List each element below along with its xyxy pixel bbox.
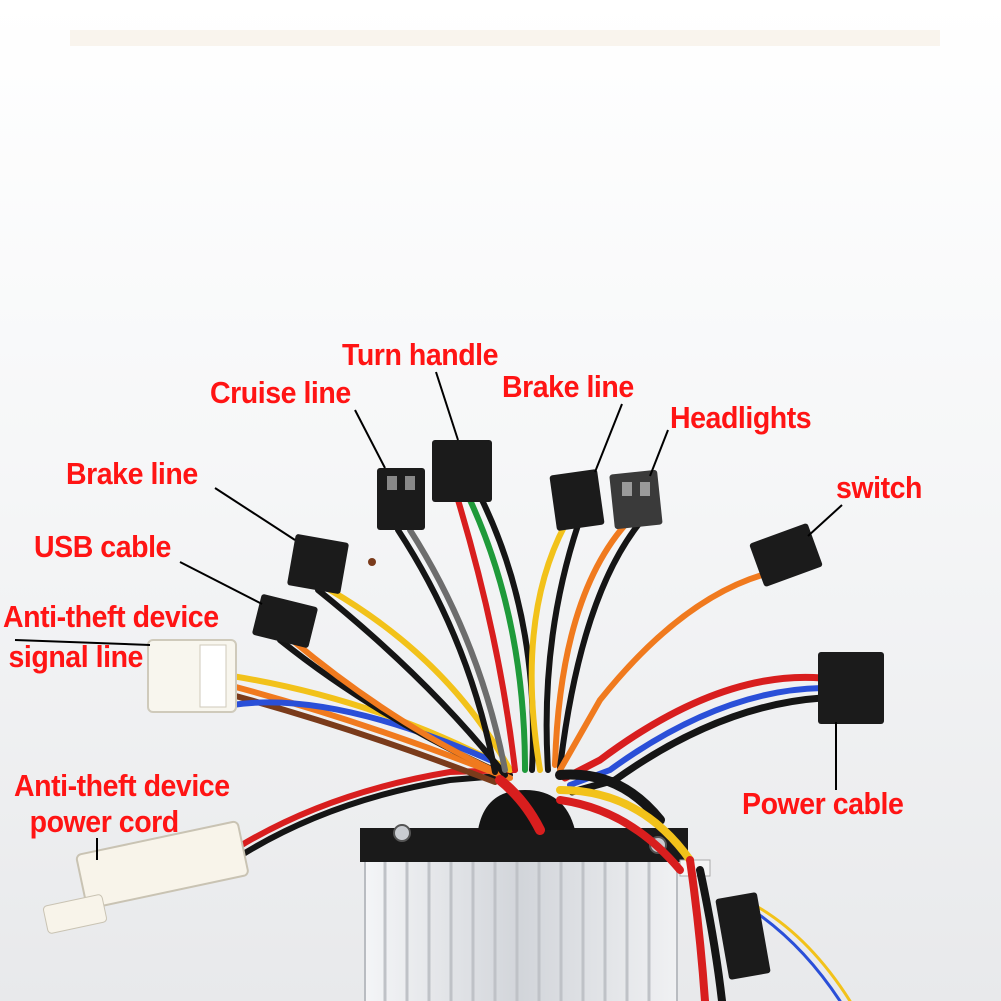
pointer-lines bbox=[14, 371, 843, 860]
label-cruise-line: Cruise line bbox=[210, 375, 351, 410]
connector-power bbox=[818, 652, 884, 724]
wire-harness bbox=[229, 497, 852, 1001]
connector-turn-handle bbox=[432, 440, 492, 502]
label-antitheft-power-cord-2: power cord bbox=[29, 804, 180, 839]
label-turn-handle: Turn handle bbox=[342, 337, 499, 372]
label-antitheft-power-cord-1: Anti-theft device bbox=[14, 768, 230, 803]
label-antitheft-signal-line: Anti-theft device signal line bbox=[3, 597, 219, 677]
label-antitheft-power-cord: Anti-theft device power cord bbox=[14, 768, 230, 840]
connector-usb bbox=[252, 594, 318, 648]
connector-brake-left bbox=[287, 534, 349, 594]
connector-antitheft-signal bbox=[147, 639, 237, 713]
label-usb-cable: USB cable bbox=[34, 529, 171, 564]
label-antitheft-signal-line-2: signal line bbox=[8, 639, 144, 674]
connector-extra bbox=[715, 892, 771, 980]
label-antitheft-signal-line-1: Anti-theft device bbox=[3, 599, 219, 634]
connector-headlights bbox=[609, 469, 663, 530]
connector-brake-right bbox=[549, 469, 605, 531]
label-headlights: Headlights bbox=[670, 400, 812, 435]
label-power-cable: Power cable bbox=[742, 786, 904, 821]
connector-switch bbox=[749, 523, 823, 587]
connector-cruise bbox=[377, 468, 425, 530]
label-switch: switch bbox=[836, 470, 922, 505]
label-brake-line-left: Brake line bbox=[66, 456, 198, 491]
label-brake-line-right: Brake line bbox=[502, 369, 634, 404]
controller-box bbox=[360, 790, 711, 1001]
connector-antitheft-power bbox=[42, 820, 249, 934]
